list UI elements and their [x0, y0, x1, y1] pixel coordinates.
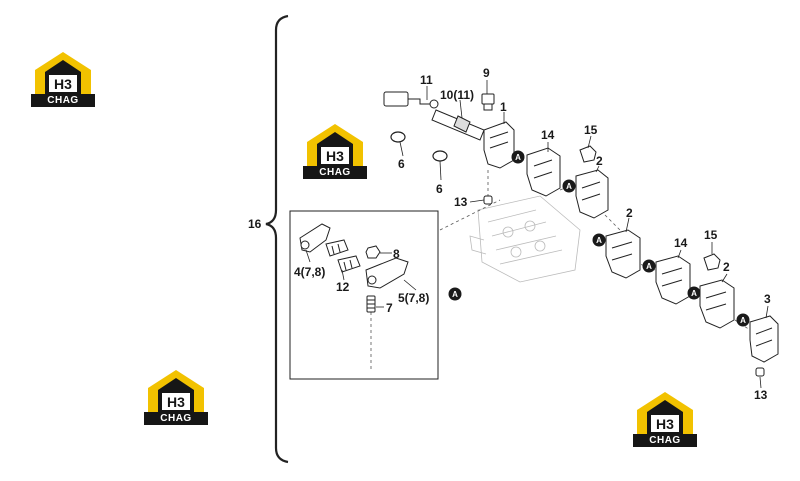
callout-13a: 13 [454, 195, 468, 209]
logo-lettering: CHAG [303, 166, 367, 179]
marker-a-label-1: A [515, 153, 521, 162]
callout-9: 9 [483, 66, 490, 80]
bracket-towers [526, 147, 779, 363]
part-1-bracket [483, 121, 515, 169]
logo-house-icon: H3 [307, 124, 363, 166]
watermark-logo-3: H3 CHAG [144, 366, 208, 426]
logo-house-icon: H3 [35, 52, 91, 94]
marker-a-label-5: A [691, 289, 697, 298]
callout-16: 16 [248, 217, 262, 231]
assembly-brace [265, 14, 289, 464]
callout-6b: 6 [436, 182, 443, 196]
callout-12: 12 [336, 280, 350, 294]
callout-1: 1 [500, 100, 507, 114]
marker-a-circle-5 [687, 286, 701, 300]
callout-14a: 14 [541, 128, 555, 142]
part-10-shaft [431, 109, 485, 141]
callout-13b: 13 [754, 388, 768, 402]
marker-a-circle-2 [562, 179, 576, 193]
marker-a-circle-1 [511, 150, 525, 164]
marker-group: A A A A A A A [448, 150, 750, 327]
part-15-caps [579, 145, 721, 271]
part-13-plug-a [483, 195, 493, 205]
leader-lines [305, 80, 769, 389]
callout-2a: 2 [596, 154, 603, 168]
logo-house-icon: H3 [637, 392, 693, 434]
callout-3: 3 [764, 292, 771, 306]
part-13-plug-b [755, 367, 765, 377]
watermark-logo-2: H3 CHAG [303, 120, 367, 180]
marker-a-label-4: A [646, 262, 652, 271]
callout-14b: 14 [674, 236, 688, 250]
part-11-solenoid [383, 91, 439, 109]
marker-a-label-2: A [566, 182, 572, 191]
callout-15b: 15 [704, 228, 718, 242]
part-4-rocker-arm [299, 223, 331, 253]
watermark-logo-1: H3 CHAG [31, 48, 95, 108]
rocker-inset-box [289, 210, 439, 380]
marker-a-label-6: A [740, 316, 746, 325]
part-9-fitting [481, 93, 495, 111]
svg-text:H3: H3 [167, 394, 185, 410]
marker-a-circle-4 [642, 259, 656, 273]
assembly-guides [370, 159, 751, 372]
svg-text:H3: H3 [656, 416, 674, 432]
marker-a-circle-3 [592, 233, 606, 247]
part-6-oring-b [432, 150, 448, 162]
part-6-oring-a [390, 131, 406, 143]
callout-4: 4(7,8) [294, 265, 325, 279]
marker-a-label-3: A [596, 236, 602, 245]
part-7-adjuster [366, 295, 376, 313]
logo-lettering: CHAG [31, 94, 95, 107]
watermark-logo-4: H3 CHAG [633, 388, 697, 448]
logo-house-icon: H3 [148, 370, 204, 412]
svg-text:H3: H3 [54, 76, 72, 92]
callout-10: 10(11) [440, 88, 474, 102]
part-5-rocker-arm [365, 257, 409, 289]
callout-7: 7 [386, 301, 393, 315]
callout-6a: 6 [398, 157, 405, 171]
callout-15a: 15 [584, 123, 598, 137]
callout-2c: 2 [723, 260, 730, 274]
marker-a-circle-7 [448, 287, 462, 301]
logo-lettering: CHAG [633, 434, 697, 447]
callout-2b: 2 [626, 206, 633, 220]
part-12-spring [325, 239, 361, 273]
callout-8: 8 [393, 247, 400, 261]
marker-a-circle-6 [736, 313, 750, 327]
marker-a-label-7: A [452, 290, 458, 299]
callout-11: 11 [420, 73, 433, 87]
cylinder-head-ghost [469, 195, 581, 283]
part-8-nut [365, 245, 381, 259]
callout-5: 5(7,8) [398, 291, 429, 305]
svg-text:H3: H3 [326, 148, 344, 164]
logo-lettering: CHAG [144, 412, 208, 425]
